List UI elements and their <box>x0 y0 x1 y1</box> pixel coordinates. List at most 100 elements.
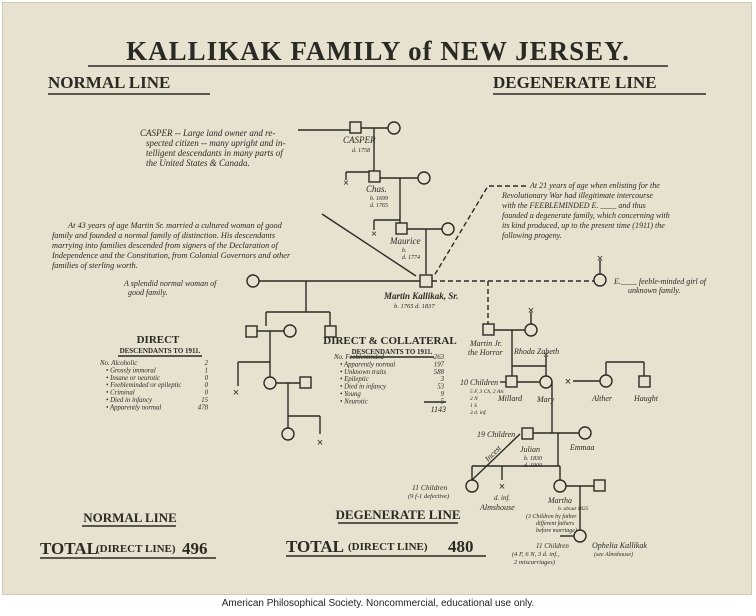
table-row-value: 0 <box>205 382 209 389</box>
table-row-value: 263 <box>434 354 445 361</box>
normal-note-line: At 43 years of age Martin Sr. married a … <box>67 221 283 230</box>
died-marker-icon: × <box>597 253 603 265</box>
ten-children-detail: 3 d. inf. <box>469 409 487 416</box>
direct-descendants-table: DIRECT DESCENDANTS TO 1911. No. Alcoholi… <box>99 334 209 411</box>
table-row-label: • Epileptic <box>340 376 369 383</box>
collateral-title: DIRECT & COLLATERAL <box>323 335 456 347</box>
table-row-label: • Criminal <box>106 390 135 397</box>
died-marker-icon: × <box>371 229 377 240</box>
casper-note: CASPER -- Large land owner and re- spect… <box>140 128 285 168</box>
normal-child-node <box>324 325 337 338</box>
mary-label: Mary <box>536 395 555 404</box>
maurice-node <box>395 222 408 235</box>
martin-jr-label: Martin Jr. <box>469 339 502 348</box>
table-row-label: • Apparently normal <box>340 361 395 368</box>
table-row-label: No. Alcoholic <box>99 360 137 367</box>
collateral-subtitle: DESCENDANTS TO 1911. <box>352 348 433 356</box>
rhoda-label: Rhoda Zabeth <box>513 347 559 356</box>
degenerate-total-direct: (DIRECT LINE) <box>348 541 428 553</box>
e-note-line: unknown family. <box>628 286 680 295</box>
casper-wife-node <box>387 121 401 135</box>
maurice-date: d. 1774 <box>402 254 420 261</box>
casper-node <box>349 121 362 134</box>
julian-node <box>521 427 534 440</box>
emmaa-node <box>578 426 592 440</box>
millard-node <box>505 375 518 388</box>
died-marker-icon: × <box>317 437 323 449</box>
table-row-label: • Feebleminded or epileptic <box>106 382 181 389</box>
ophelia-node <box>573 529 587 543</box>
casper-note-line: the United States & Canada. <box>146 158 250 168</box>
julian-dates: b. 1830 <box>524 456 542 462</box>
normal-total-heading: NORMAL LINE <box>83 510 177 525</box>
e-node <box>593 273 607 287</box>
normal-wife-node <box>246 274 260 288</box>
degenerate-note-line: following progeny. <box>502 231 562 240</box>
e-note-line: E.____ feeble-minded girl of <box>613 277 708 286</box>
normal-total-direct: (DIRECT LINE) <box>96 543 176 555</box>
last-children-label: (4 F, 6 N, 3 d. inf., <box>512 551 560 558</box>
chas-wife-node <box>417 171 431 185</box>
ophelia-label: Ophelia Kallikak <box>592 541 647 550</box>
martha-note: different fathers <box>536 520 575 527</box>
rhoda-node <box>524 323 538 337</box>
degenerate-line-header: DEGENERATE LINE <box>493 73 657 92</box>
died-marker-icon: × <box>528 305 534 317</box>
normal-total-block: NORMAL LINE TOTAL (DIRECT LINE) 496 <box>40 510 216 559</box>
eleven-children-label: 11 Children <box>412 483 447 492</box>
table-row-label: • Neurotic <box>340 398 368 405</box>
maurice-date: b. <box>402 248 407 254</box>
alther-label: Alther <box>591 394 613 403</box>
normal-note: At 43 years of age Martin Sr. married a … <box>51 221 291 270</box>
normal-line-header: NORMAL LINE <box>48 73 170 92</box>
ten-children-label: 10 Children <box>460 378 498 387</box>
martha-node <box>553 479 567 493</box>
haught-label: Haught <box>633 394 659 403</box>
martin-sr-dates: b. 1765 d. 1837 <box>394 303 435 310</box>
martha-note: (3 Children by father <box>526 513 577 520</box>
haught-node <box>638 375 651 388</box>
table-row-label: • Died in infancy <box>106 397 153 404</box>
table-row-label: No. Feebleminded <box>333 354 384 361</box>
wife-note-line: A splendid normal woman of <box>123 279 218 288</box>
casper-note-line: spected citizen -- many upright and in- <box>146 138 285 148</box>
casper-note-line: telligent descendants in many parts of <box>146 148 284 158</box>
degenerate-note-line: its kind produced, up to the present tim… <box>502 221 665 230</box>
table-row-value: 197 <box>434 361 445 368</box>
died-marker-icon: × <box>543 350 549 361</box>
degenerate-note-line: At 21 years of age when enlisting for th… <box>529 181 660 190</box>
table-row-label: • Insane or neurotic <box>106 375 160 382</box>
table-row-label: • Died in infancy <box>340 384 387 391</box>
table-row-value: 0 <box>205 375 209 382</box>
table-row-label: • Apparently normal <box>106 404 161 411</box>
eleven-children-label: (9 f-1 defective) <box>408 493 449 500</box>
ten-children-detail: 2 N <box>470 396 478 402</box>
ten-children-detail: 5 F, 3 Ch, 2 Alc <box>470 389 505 395</box>
table-row-label: • Unknown traits <box>340 369 387 376</box>
wife-note-line: good family. <box>128 288 168 297</box>
normal-child-node <box>245 325 258 338</box>
degenerate-note-line: founded a degenerate family, which conce… <box>502 211 670 220</box>
chas-node <box>368 170 381 183</box>
last-children-label: 2 miscarriages) <box>514 559 555 566</box>
martin-jr-node <box>482 323 495 336</box>
direct-subtitle: DESCENDANTS TO 1911. <box>120 347 201 355</box>
table-row-value: 588 <box>434 369 445 376</box>
martin-sr-node <box>419 274 433 288</box>
poster-background <box>2 2 752 595</box>
degenerate-note: At 21 years of age when enlisting for th… <box>501 181 670 240</box>
normal-note-line: Independence and the Constitution, from … <box>51 251 291 260</box>
normal-total-word: TOTAL <box>40 539 98 558</box>
table-row-value: 2 <box>205 360 209 367</box>
alther-node <box>599 374 613 388</box>
normal-total-value: 496 <box>182 539 208 558</box>
martin-jr-label: the Horror <box>468 348 503 357</box>
nineteen-children-label: 19 Children <box>477 430 515 439</box>
martha-note: before marriage) <box>536 527 577 534</box>
martin-sr-label: Martin Kallikak, Sr. <box>383 291 459 301</box>
maurice-wife-node <box>441 222 455 236</box>
normal-grandchild-node <box>263 376 277 390</box>
died-marker-icon: × <box>565 376 571 388</box>
degenerate-total-value: 480 <box>448 537 474 556</box>
